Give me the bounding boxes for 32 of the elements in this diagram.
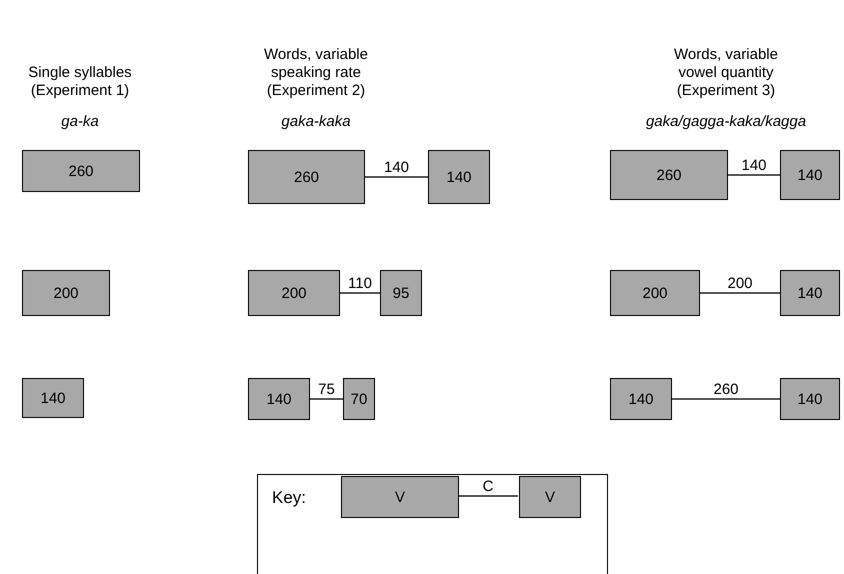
segment-box: 200 bbox=[248, 270, 340, 316]
segment-box: 140 bbox=[22, 378, 84, 418]
segment-box: V bbox=[341, 476, 459, 518]
connector-line bbox=[365, 176, 428, 178]
column-heading: Single syllables (Experiment 1) bbox=[27, 64, 133, 100]
segment-box: 260 bbox=[248, 150, 365, 204]
key-label: Key: bbox=[272, 488, 306, 508]
segment-box: 140 bbox=[428, 150, 490, 204]
column-heading: Words, variable speaking rate (Experiment 2) bbox=[264, 46, 368, 100]
example-words: gaka-kaka bbox=[280, 113, 352, 130]
segment-box: 260 bbox=[22, 150, 140, 192]
segment-box: 70 bbox=[343, 378, 375, 420]
segment-box: 260 bbox=[610, 150, 728, 200]
connector-line bbox=[672, 398, 780, 400]
segment-box: 200 bbox=[22, 270, 110, 316]
segment-box: 140 bbox=[610, 378, 672, 420]
connector-line bbox=[728, 174, 780, 176]
column-heading: Words, variable vowel quantity (Experiment 3) bbox=[674, 46, 778, 100]
connector-line bbox=[458, 495, 518, 497]
segment-box: 200 bbox=[610, 270, 700, 316]
example-words: gaka/gagga-kaka/kagga bbox=[644, 113, 808, 130]
segment-box: 140 bbox=[780, 150, 840, 200]
segment-box: 140 bbox=[780, 270, 840, 316]
connector-line bbox=[340, 292, 380, 294]
connector-line bbox=[700, 292, 780, 294]
example-words: ga-ka bbox=[60, 113, 100, 130]
segment-box: 140 bbox=[248, 378, 310, 420]
key-panel bbox=[257, 474, 608, 574]
segment-box: 140 bbox=[780, 378, 840, 420]
segment-box: 95 bbox=[380, 270, 422, 316]
segment-box: V bbox=[519, 476, 581, 518]
connector-line bbox=[310, 398, 343, 400]
